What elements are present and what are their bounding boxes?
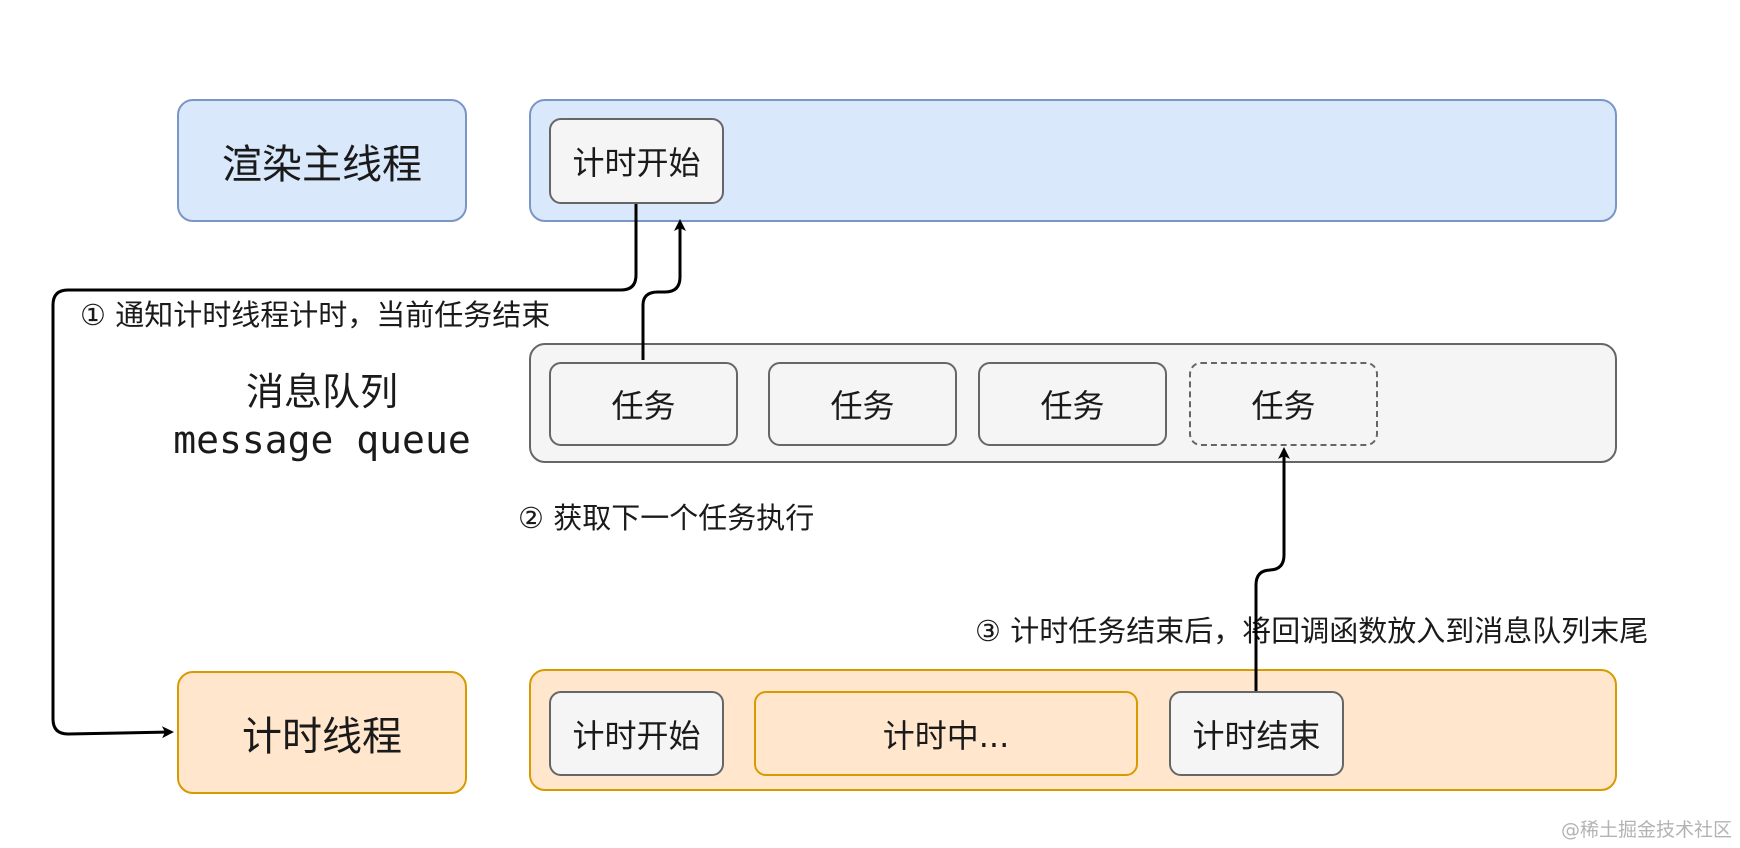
message-queue-label-en: message queue: [173, 418, 471, 462]
step-2-caption: ② 获取下一个任务执行: [518, 501, 815, 535]
queue-task-4-pending: 任务: [1189, 362, 1378, 446]
timer-end-task: 计时结束: [1169, 691, 1344, 776]
arrow-step-2: [641, 219, 686, 360]
arrow-step-3: [1254, 447, 1290, 691]
timer-running-task: 计时中...: [754, 691, 1138, 776]
message-queue-label: 消息队列 message queue: [142, 368, 502, 464]
message-queue-label-zh: 消息队列: [245, 370, 398, 414]
step-3-caption: ③ 计时任务结束后，将回调函数放入到消息队列末尾: [975, 614, 1649, 648]
arrow-step-1: [51, 204, 638, 739]
queue-task-2: 任务: [768, 362, 957, 446]
timer-thread-label: 计时线程: [177, 671, 467, 794]
timer-start-task: 计时开始: [549, 691, 724, 776]
main-thread-timer-start-task: 计时开始: [549, 118, 724, 204]
render-main-thread-label: 渲染主线程: [177, 99, 467, 222]
queue-task-3: 任务: [978, 362, 1167, 446]
queue-task-1: 任务: [549, 362, 738, 446]
step-1-caption: ① 通知计时线程计时，当前任务结束: [80, 298, 551, 332]
watermark: @稀土掘金技术社区: [1560, 819, 1732, 841]
